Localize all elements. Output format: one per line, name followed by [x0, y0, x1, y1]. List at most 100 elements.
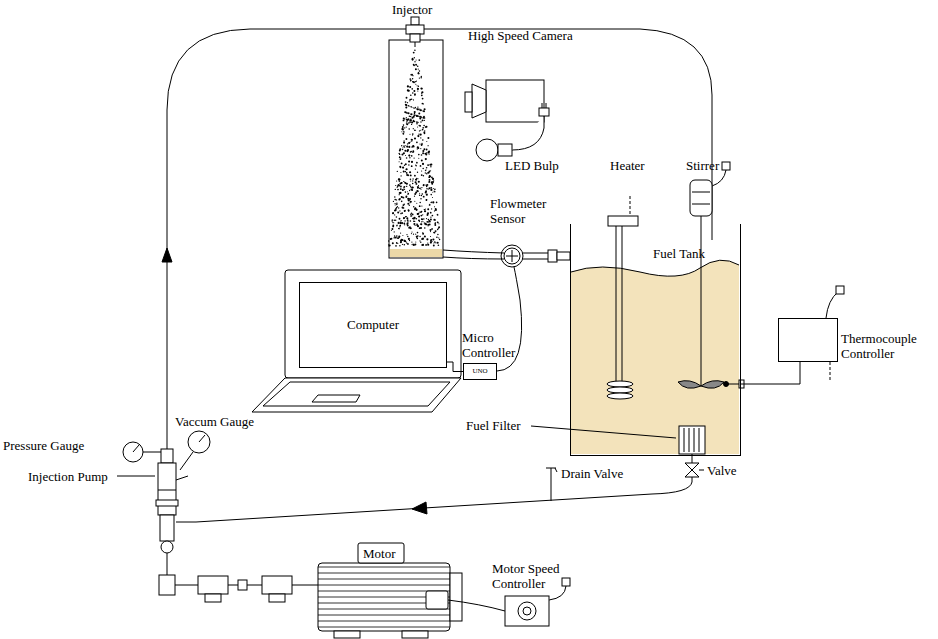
- spray-droplet: [399, 218, 401, 220]
- spray-droplet: [395, 205, 396, 206]
- spray-droplet: [421, 174, 423, 176]
- spray-droplet: [409, 155, 411, 157]
- spray-droplet: [411, 139, 413, 141]
- spray-droplet: [416, 236, 418, 238]
- spray-droplet: [409, 226, 411, 228]
- spray-droplet: [391, 238, 393, 240]
- spray-droplet: [434, 191, 435, 192]
- spray-droplet: [407, 119, 409, 121]
- spray-droplet: [412, 180, 413, 181]
- spray-droplet: [434, 210, 435, 211]
- spray-droplet: [432, 178, 434, 180]
- spray-droplet: [397, 225, 398, 226]
- spray-droplet: [438, 227, 439, 228]
- spray-droplet: [395, 220, 396, 221]
- spray-droplet: [416, 162, 418, 164]
- spray-droplet: [419, 236, 420, 237]
- spray-droplet: [422, 168, 424, 170]
- spray-droplet: [427, 208, 429, 210]
- spray-droplet: [417, 187, 419, 189]
- spray-droplet: [422, 144, 423, 145]
- spray-droplet: [430, 166, 431, 167]
- spray-droplet: [409, 171, 411, 173]
- spray-droplet: [394, 220, 395, 221]
- spray-droplet: [409, 202, 410, 203]
- spray-droplet: [437, 234, 438, 235]
- spray-droplet: [406, 234, 407, 235]
- spray-droplet: [389, 244, 391, 246]
- spray-droplet: [420, 224, 421, 225]
- spray-droplet: [403, 197, 404, 198]
- spray-droplet: [431, 201, 432, 202]
- spray-droplet: [417, 88, 419, 90]
- spray-droplet: [408, 146, 410, 148]
- spray-droplet: [410, 106, 412, 108]
- spray-droplet: [407, 225, 409, 227]
- spray-droplet: [400, 220, 401, 221]
- spray-droplet: [413, 219, 414, 220]
- spray-droplet: [418, 213, 420, 215]
- spray-droplet: [421, 244, 423, 246]
- spray-droplet: [421, 215, 422, 216]
- spray-droplet: [427, 244, 429, 246]
- spray-droplet: [425, 190, 427, 192]
- spray-droplet: [421, 187, 422, 188]
- spray-droplet: [406, 104, 407, 105]
- spray-droplet: [419, 205, 421, 207]
- heater: [607, 196, 638, 399]
- spray-droplet: [412, 135, 413, 136]
- spray-droplet: [411, 107, 412, 108]
- spray-droplet: [437, 214, 439, 216]
- spray-droplet: [421, 93, 422, 94]
- spray-droplet: [394, 214, 395, 215]
- spray-droplet: [414, 61, 415, 62]
- spray-droplet: [402, 207, 404, 209]
- spray-droplet: [411, 74, 413, 76]
- spray-droplet: [412, 152, 413, 153]
- spray-droplet: [405, 107, 407, 109]
- spray-droplet: [404, 150, 406, 152]
- spray-droplet: [392, 212, 394, 214]
- spray-droplet: [412, 75, 413, 76]
- spray-droplet: [420, 134, 422, 136]
- spray-droplet: [406, 126, 407, 127]
- pressure-gauge: [123, 442, 161, 462]
- spray-droplet: [413, 107, 414, 108]
- spray-droplet: [397, 237, 399, 239]
- spray-droplet: [402, 204, 404, 206]
- spray-droplet: [420, 223, 422, 225]
- part-label: Motor: [363, 546, 396, 561]
- spray-droplet: [425, 208, 426, 209]
- spray-droplet: [415, 84, 416, 85]
- spray-droplet: [433, 180, 434, 181]
- spray-droplet: [415, 164, 416, 165]
- spray-droplet: [422, 244, 424, 246]
- part-label: LED Bulp: [505, 158, 559, 173]
- part-label: Pressure Gauge: [3, 438, 84, 453]
- spray-droplet: [434, 232, 436, 234]
- spray-droplet: [411, 165, 413, 167]
- spray-droplet: [410, 213, 411, 214]
- spray-droplet: [413, 52, 415, 54]
- spray-droplet: [428, 151, 430, 153]
- valve: [685, 454, 704, 482]
- spray-droplet: [422, 163, 424, 165]
- spray-droplet: [394, 235, 395, 236]
- spray-droplet: [421, 218, 423, 220]
- spray-droplet: [413, 218, 415, 220]
- spray-droplet: [418, 215, 420, 217]
- spray-droplet: [406, 186, 407, 187]
- spray-droplet: [429, 224, 431, 226]
- spray-droplet: [412, 218, 414, 220]
- spray-droplet: [413, 157, 414, 158]
- spray-droplet: [419, 212, 420, 213]
- spray-droplet: [431, 229, 433, 231]
- spray-droplet: [401, 131, 402, 132]
- vacuum-gauge: [180, 431, 210, 470]
- spray-droplet: [410, 201, 412, 203]
- spray-droplet: [433, 219, 435, 221]
- spray-droplet: [412, 81, 413, 82]
- spray-droplet: [422, 129, 424, 131]
- spray-droplet: [414, 217, 416, 219]
- spray-droplet: [421, 91, 423, 93]
